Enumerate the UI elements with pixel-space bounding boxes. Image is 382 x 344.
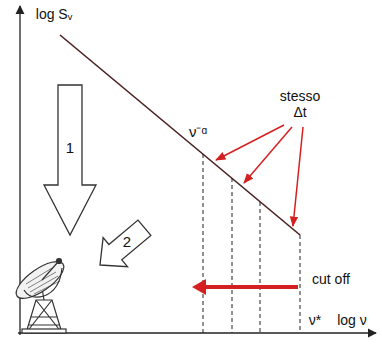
power-law-line [60,35,300,235]
annotation: stesso Δt [272,88,328,120]
callout-number: 2 [123,233,131,250]
x-axis [18,332,376,333]
frequency-markers [203,154,300,333]
cutoff-arrow [200,285,298,289]
cutoff-arrowhead [192,279,206,295]
radio-telescope [11,255,69,333]
axis-title: log Sᵥ [36,6,72,22]
block-arrow [44,85,96,235]
block-arrow [88,213,157,279]
axis-title: log ν [337,312,367,328]
annotation: cut off [312,271,350,287]
pointer-arrows [216,125,303,226]
frequency-label: ν* [309,312,321,328]
power-law-label: ν⁻ᵅ [189,123,207,140]
callout-number: 1 [66,139,74,156]
